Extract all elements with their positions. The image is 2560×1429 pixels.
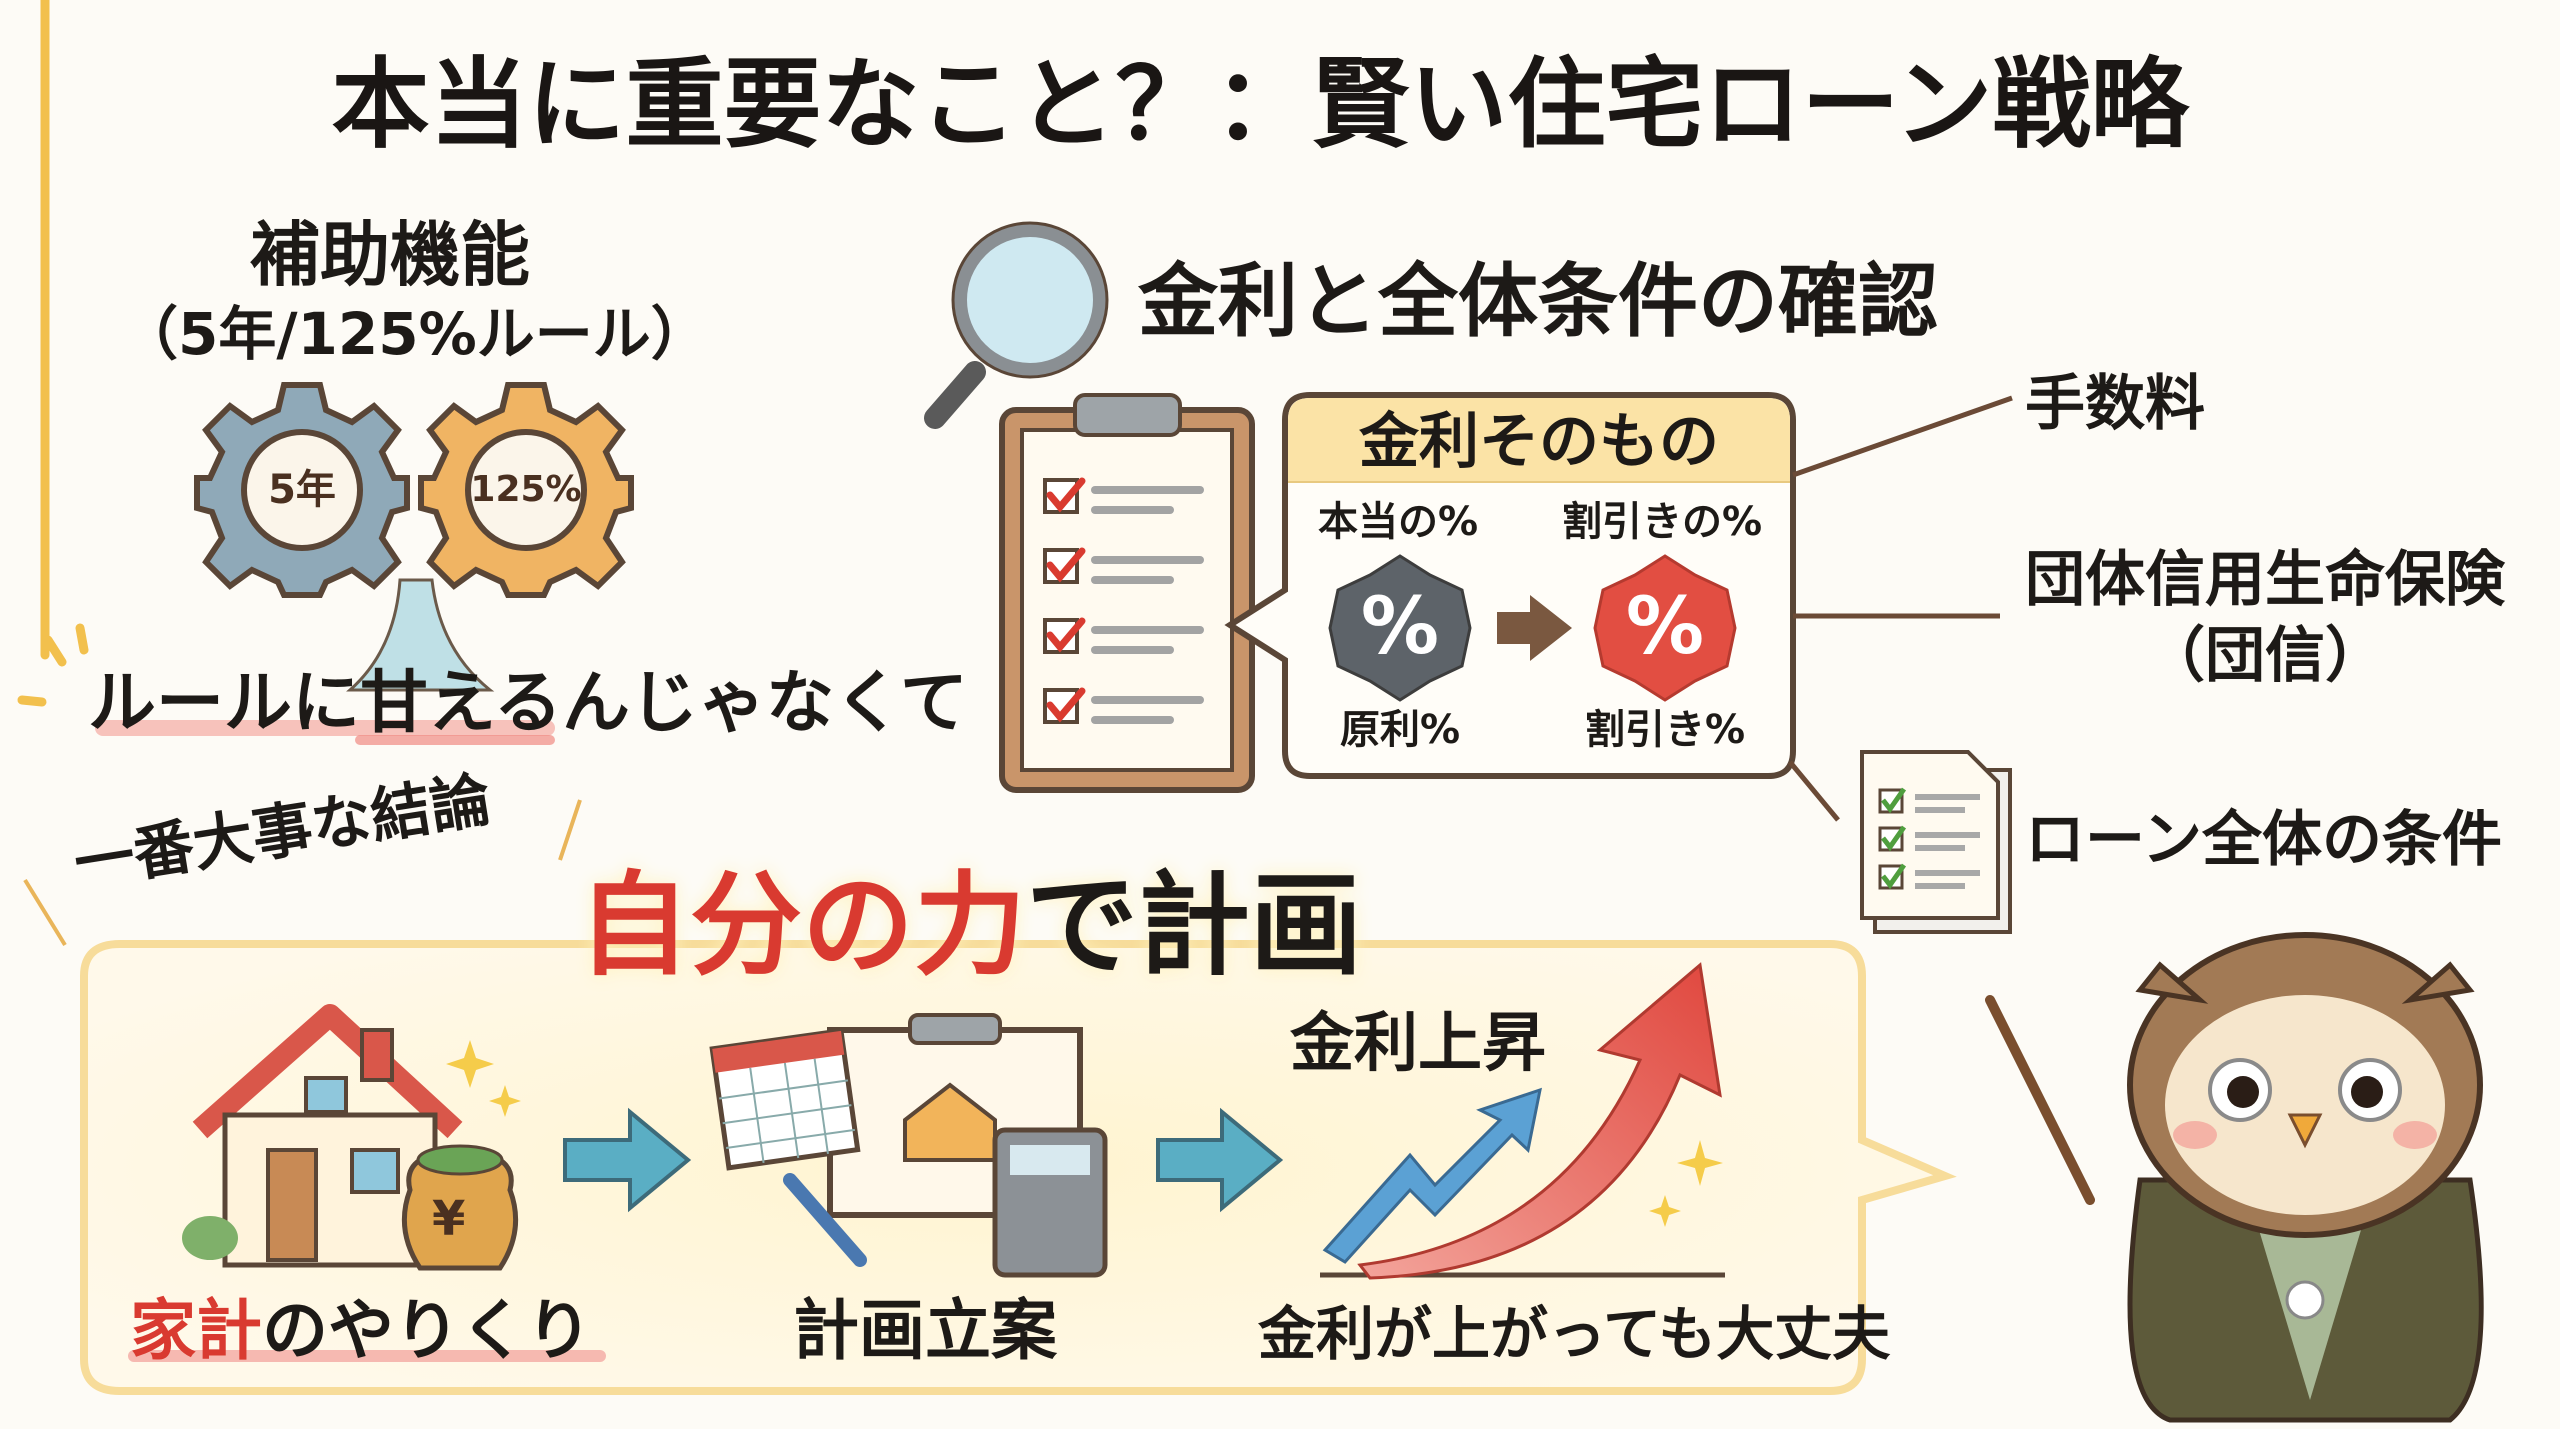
- gear-right-label: 125%: [470, 469, 582, 510]
- step-label-budget-red: 家計: [130, 1292, 262, 1369]
- assist-caption: ルールに甘えるんじゃなくて: [88, 664, 968, 743]
- side-item-insurance: 団体信用生命保険: [2025, 545, 2505, 615]
- gear-125-percent-icon: [418, 382, 634, 598]
- chart-label-rate-rise: 金利上昇: [1290, 1007, 1546, 1081]
- step-label-planning: 計画立案: [793, 1292, 1057, 1369]
- house-icon: [182, 1004, 521, 1271]
- original-rate-badge: [1328, 554, 1472, 702]
- discounted-rate-symbol: %: [1625, 582, 1705, 672]
- planning-icon: [709, 1013, 1108, 1278]
- page-title: 本当に重要なこと？：賢い住宅ローン戦略: [331, 48, 2189, 162]
- label-true-rate: 本当の%: [1318, 499, 1479, 545]
- label-base-rate: 原利%: [1340, 707, 1461, 753]
- assist-subheading: （5年/125%ルール）: [120, 300, 709, 368]
- label-discounted-rate: 割引き%: [1585, 707, 1746, 753]
- callout-title: 金利そのもの: [1359, 407, 1719, 477]
- sparkle-lines-icon: [17, 0, 89, 707]
- conclusion-headline: 自分の力で計画: [578, 870, 1362, 982]
- side-item-loan-conditions: ローン全体の条件: [2025, 805, 2502, 875]
- arrow-right-icon: [1497, 595, 1572, 661]
- label-discount-rate: 割引きの%: [1562, 499, 1763, 545]
- caption-underline: [355, 735, 555, 745]
- headline-red: 自分の力: [578, 861, 1026, 991]
- gear-5-years-icon: [194, 382, 410, 598]
- clipboard-checklist-icon: [999, 393, 1255, 793]
- step-arrow-2-icon: [1156, 1107, 1284, 1213]
- connector-lines: [1788, 395, 2013, 822]
- step-label-highlight: [128, 1350, 606, 1362]
- original-rate-symbol: %: [1360, 582, 1440, 672]
- magnifier-icon: [924, 221, 1109, 429]
- gear-left-label: 5年: [268, 467, 336, 513]
- assist-heading: 補助機能: [250, 214, 530, 296]
- headline-dark: で計画: [1026, 861, 1362, 991]
- step-label-safe: 金利が上がっても大丈夫: [1258, 1300, 1891, 1368]
- document-checklist-icon: [1860, 750, 2012, 934]
- side-item-insurance-abbr: （団信）: [2145, 621, 2385, 691]
- step-label-budget-rest: のやりくり: [262, 1292, 592, 1369]
- tag-accent-lines: [23, 799, 582, 947]
- caption-highlight: [95, 720, 555, 736]
- step-arrow-1-icon: [563, 1107, 692, 1213]
- check-heading: 金利と全体条件の確認: [1138, 255, 1938, 348]
- discounted-rate-badge: [1593, 554, 1737, 702]
- step-label-budget: 家計のやりくり: [130, 1298, 592, 1364]
- yen-symbol: ¥: [432, 1191, 466, 1247]
- support-stand-shape: [346, 578, 495, 692]
- owl-teacher-mascot: [1985, 932, 2484, 1423]
- rising-rate-chart-icon: [1320, 962, 1725, 1280]
- side-item-fees: 手数料: [2025, 369, 2205, 439]
